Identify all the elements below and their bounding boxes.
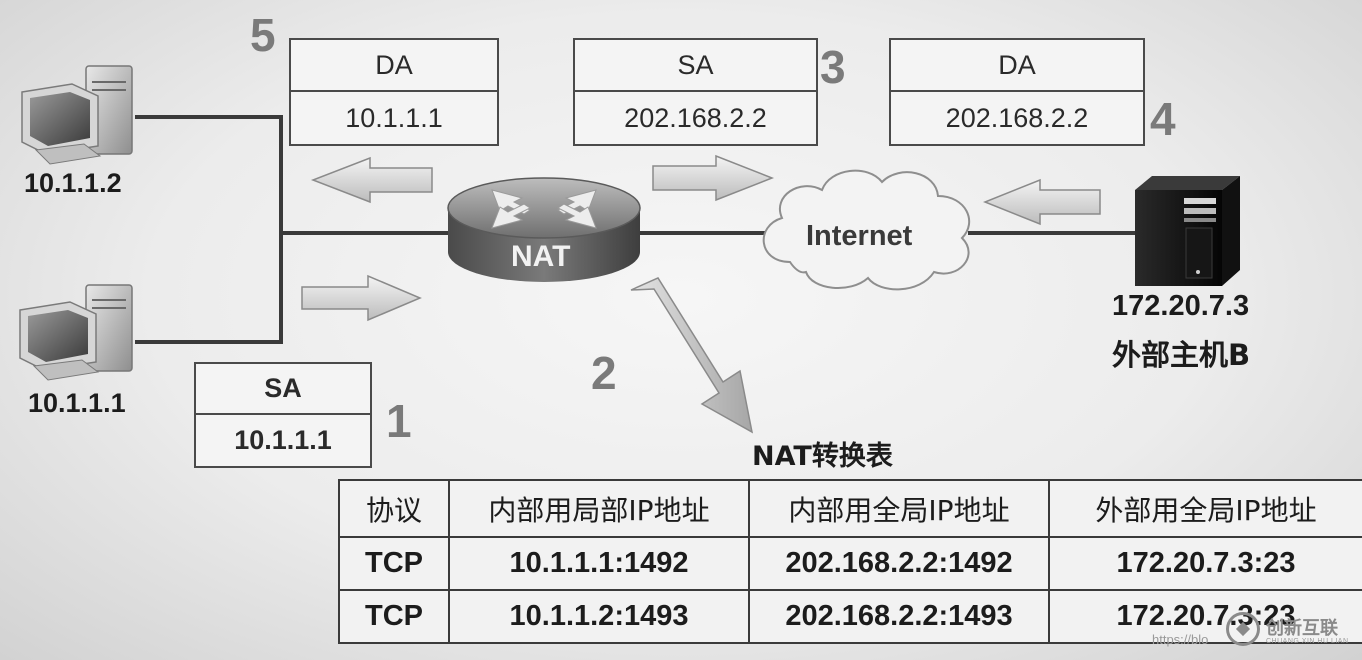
logo-text: 创新互联 [1266, 618, 1338, 638]
flow-arrow-right-bottom [301, 274, 422, 322]
table-header-cell: 内部用全局IP地址 [748, 479, 1050, 538]
computer-icon-top [21, 65, 133, 165]
table-cell: 202.168.2.2:1492 [748, 536, 1050, 591]
nat-table-title: NAT转换表 [752, 441, 893, 472]
table-header-row: 协议 内部用局部IP地址 内部用全局IP地址 外部用全局IP地址 [338, 479, 1362, 538]
router-label: NAT [511, 240, 571, 273]
table-cell: 172.20.7.3:23 [1048, 589, 1362, 644]
packet-address: 10.1.1.1 [234, 425, 332, 455]
step-number-1: 1 [386, 395, 412, 447]
server-icon [1135, 176, 1240, 286]
table-row: TCP 10.1.1.2:1493 202.168.2.2:1493 172.2… [338, 589, 1362, 644]
packet-address: 202.168.2.2 [624, 102, 767, 133]
table-cell: TCP [338, 589, 450, 644]
table-cell: TCP [338, 536, 450, 591]
packet-header-step1: SA 10.1.1.1 [194, 362, 372, 468]
packet-field-label: SA [196, 364, 370, 415]
computer-icon-bottom [19, 284, 133, 381]
logo-subtext: CHUANG XIN HU LIAN [1266, 638, 1349, 645]
table-row: TCP 10.1.1.1:1492 202.168.2.2:1492 172.2… [338, 536, 1362, 591]
flow-arrow-left-top [310, 156, 433, 204]
step-number-3: 3 [820, 41, 846, 93]
connection-lines [135, 115, 1135, 344]
nat-translation-table: 协议 内部用局部IP地址 内部用全局IP地址 外部用全局IP地址 TCP 10.… [338, 479, 1362, 644]
server-ip: 172.20.7.3 [1112, 290, 1250, 322]
host-ip-bottom: 10.1.1.1 [28, 388, 126, 418]
router-icon [447, 177, 641, 282]
packet-address: 10.1.1.1 [345, 102, 443, 133]
packet-header-step4: DA 202.168.2.2 [889, 38, 1145, 146]
table-cell: 172.20.7.3:23 [1048, 536, 1362, 591]
flow-arrow-to-table [630, 277, 754, 434]
host-ip-top: 10.1.1.2 [24, 168, 122, 198]
packet-header-step5: DA 10.1.1.1 [289, 38, 499, 146]
table-header-cell: 内部用局部IP地址 [448, 479, 750, 538]
table-header-cell: 协议 [338, 479, 450, 538]
step-number-2: 2 [591, 347, 617, 399]
packet-field-label: SA [575, 40, 816, 92]
table-header-cell: 外部用全局IP地址 [1048, 479, 1362, 538]
packet-address: 202.168.2.2 [945, 102, 1089, 133]
internet-cloud-icon [762, 169, 971, 291]
table-cell: 10.1.1.2:1493 [448, 589, 750, 644]
table-cell: 202.168.2.2:1493 [748, 589, 1050, 644]
flow-arrow-right-top [652, 154, 775, 202]
cloud-label: Internet [806, 220, 913, 252]
packet-header-step3: SA 202.168.2.2 [573, 38, 818, 146]
flow-arrow-left-server [982, 178, 1101, 226]
logo-mark-icon [1226, 612, 1260, 646]
table-cell: 10.1.1.1:1492 [448, 536, 750, 591]
packet-field-label: DA [891, 40, 1143, 92]
brand-logo: 创新互联 CHUANG XIN HU LIAN [1222, 608, 1362, 656]
watermark-url: https://blo [1152, 632, 1209, 647]
step-number-5: 5 [250, 9, 276, 61]
packet-field-label: DA [291, 40, 497, 92]
step-number-4: 4 [1150, 93, 1176, 145]
server-name: 外部主机B [1112, 338, 1251, 372]
